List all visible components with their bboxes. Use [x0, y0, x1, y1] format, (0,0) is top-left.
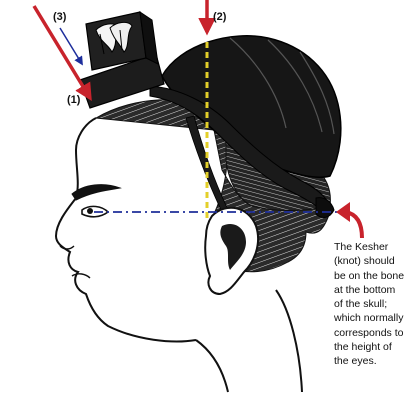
label-2: (2) [213, 12, 226, 23]
blue-arrow-icon [60, 28, 82, 64]
kesher-caption: The Kesher (knot) should be on the bone … [334, 240, 406, 369]
kesher-knot [316, 198, 334, 218]
label-3: (3) [53, 12, 66, 23]
label-1: (1) [67, 95, 80, 106]
ear [205, 208, 258, 294]
face-profile [56, 118, 196, 341]
